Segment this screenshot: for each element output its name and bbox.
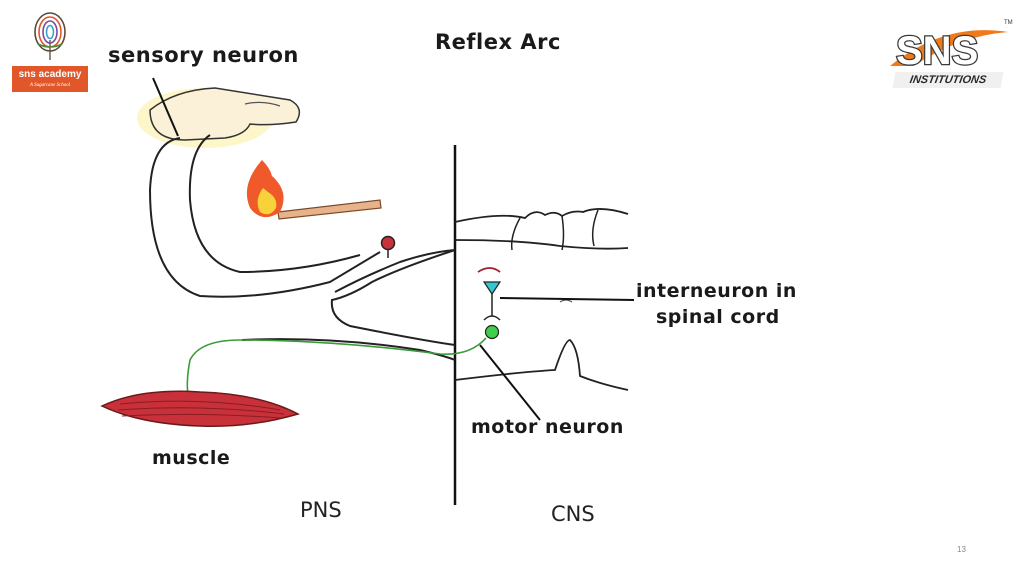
sns-institutions-logo: SNS INSTITUTIONS TM [884, 18, 1013, 96]
fingerprint-tree-icon [34, 12, 66, 60]
spinal-cord-bottom [454, 339, 629, 391]
motor-axon [186, 337, 487, 397]
arm-upper-outline [148, 137, 381, 298]
flame-core [257, 188, 277, 215]
spinal-fold-2 [561, 215, 565, 251]
sns-academy-brand: sns academy A Sugarcane School [12, 66, 88, 92]
sns-academy-name: sns academy [18, 69, 82, 80]
label-interneuron-line1: interneuron in [636, 280, 797, 302]
label-sensory-neuron: sensory neuron [108, 43, 299, 67]
arm-inner-outline [188, 134, 361, 274]
spinal-fold-3 [591, 209, 599, 247]
motor-neuron-pointer [479, 344, 541, 421]
spinal-fold-1 [510, 217, 521, 251]
interneuron-pointer [499, 297, 635, 301]
trademark-text: TM [1004, 20, 1013, 26]
slide-title: Reflex Arc [435, 30, 561, 54]
page-number: 13 [957, 545, 966, 554]
spinal-cord-top [454, 208, 629, 223]
ventral-root-outline [330, 249, 456, 346]
sensory-axon [334, 249, 456, 293]
fingernail [244, 101, 281, 107]
sensory-cell-body [380, 235, 396, 251]
synapse-marker [477, 267, 501, 273]
motor-neuron-cell [484, 324, 500, 340]
spinal-cord-middle [454, 239, 629, 250]
finger [149, 87, 301, 141]
label-pns: PNS [300, 498, 342, 522]
sns-logo-text: SNS [896, 29, 978, 73]
sns-academy-tagline: A Sugarcane School [29, 83, 71, 88]
matchstick [277, 199, 382, 220]
label-motor-neuron: motor neuron [471, 416, 624, 438]
synapse-marker-2 [483, 315, 501, 321]
sns-logo-mark: SNS [890, 28, 1008, 74]
central-canal [559, 299, 573, 303]
label-muscle: muscle [152, 447, 231, 469]
sns-academy-logo: sns academy A Sugarcane School [12, 10, 88, 92]
muscle-icon [100, 390, 300, 427]
sensory-neuron-pointer [152, 77, 179, 137]
label-interneuron-line2: spinal cord [656, 306, 780, 328]
lower-arm-outline [241, 338, 456, 361]
interneuron-cell [482, 281, 502, 296]
label-cns: CNS [551, 502, 595, 526]
